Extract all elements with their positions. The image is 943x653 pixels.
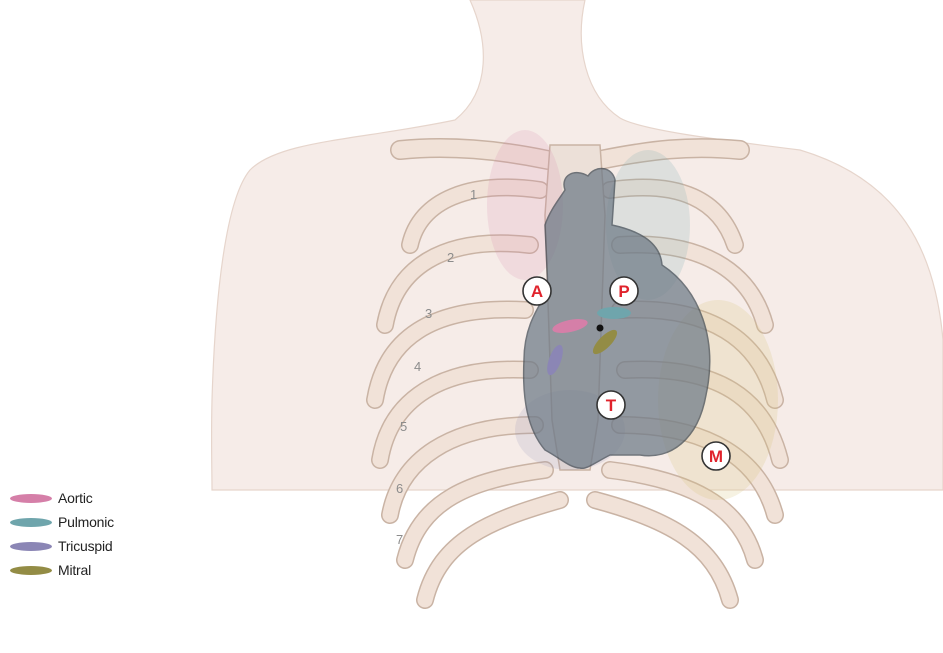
legend-swatch-tricuspid xyxy=(10,542,52,551)
valve-center-dot xyxy=(597,325,604,332)
legend-item-mitral: Mitral xyxy=(10,558,150,582)
pulmonic-valve xyxy=(597,307,631,319)
legend-label-mitral: Mitral xyxy=(58,562,91,578)
marker-pulmonic: P xyxy=(610,277,638,305)
legend: Aortic Pulmonic Tricuspid Mitral xyxy=(10,486,150,582)
marker-tricuspid-label: T xyxy=(606,396,617,415)
marker-aortic: A xyxy=(523,277,551,305)
rib-number-7: 7 xyxy=(396,532,403,547)
legend-label-aortic: Aortic xyxy=(58,490,93,506)
legend-item-pulmonic: Pulmonic xyxy=(10,510,150,534)
marker-mitral-label: M xyxy=(709,447,723,466)
rib-number-2: 2 xyxy=(447,250,454,265)
legend-swatch-mitral xyxy=(10,566,52,575)
legend-swatch-aortic xyxy=(10,494,52,503)
marker-mitral: M xyxy=(702,442,730,470)
marker-pulmonic-label: P xyxy=(618,282,629,301)
rib-number-1: 1 xyxy=(470,187,477,202)
rib-number-4: 4 xyxy=(414,359,421,374)
legend-swatch-pulmonic xyxy=(10,518,52,527)
marker-aortic-label: A xyxy=(531,282,543,301)
rib-number-6: 6 xyxy=(396,481,403,496)
legend-item-aortic: Aortic xyxy=(10,486,150,510)
marker-tricuspid: T xyxy=(597,391,625,419)
legend-item-tricuspid: Tricuspid xyxy=(10,534,150,558)
legend-label-pulmonic: Pulmonic xyxy=(58,514,114,530)
legend-label-tricuspid: Tricuspid xyxy=(58,538,112,554)
rib-number-5: 5 xyxy=(400,419,407,434)
rib-number-3: 3 xyxy=(425,306,432,321)
